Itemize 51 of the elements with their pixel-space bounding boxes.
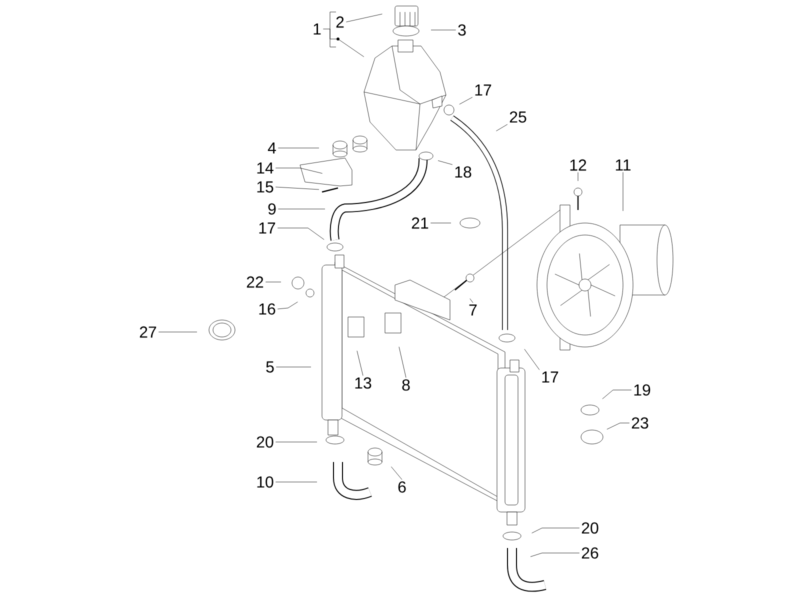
leader-line	[606, 422, 630, 430]
leader-line	[276, 366, 312, 368]
callout-number: 2	[336, 16, 344, 28]
leader-line	[602, 390, 632, 400]
leader-line	[398, 346, 406, 378]
leader-line	[346, 14, 382, 22]
callout-number: 23	[632, 417, 648, 429]
callout-number: 20	[256, 436, 274, 448]
callout-number: 22	[246, 276, 264, 288]
leader-line	[438, 160, 453, 165]
callout-number: 26	[582, 547, 598, 559]
callout-number: 16	[259, 303, 276, 315]
callout-number: 27	[140, 326, 156, 338]
callout-number: 6	[398, 481, 406, 493]
leader-line	[277, 302, 298, 310]
callout-number: 11	[616, 160, 631, 170]
callout-number: 17	[475, 84, 492, 96]
callout-number: 3	[458, 24, 466, 36]
callout-number: 7	[469, 304, 477, 316]
leader-line	[391, 466, 402, 480]
callout-number: 17	[259, 222, 276, 234]
callout-number: 15	[257, 181, 274, 193]
callout-number: 25	[510, 111, 526, 123]
callout-number: 19	[634, 384, 650, 396]
callout-number: 21	[412, 217, 428, 229]
callout-number: 10	[257, 476, 274, 488]
callout-number: 20	[582, 522, 598, 534]
callout-number: 12	[570, 159, 586, 171]
callout-number: 14	[257, 162, 274, 174]
callout-number: 4	[268, 142, 276, 154]
leader-line	[470, 298, 474, 303]
leader-line	[622, 172, 624, 212]
callout-number: 8	[402, 379, 410, 391]
callout-number: 1	[314, 24, 321, 34]
callout-number: 5	[266, 361, 274, 373]
leader-line	[278, 208, 326, 210]
leader-line	[277, 228, 324, 240]
callout-number: 13	[355, 377, 372, 389]
leader-line	[532, 528, 580, 534]
leader-line	[275, 168, 322, 174]
leader-line	[459, 97, 473, 104]
leader-line	[524, 348, 540, 370]
leader-line	[356, 350, 364, 376]
leader-line	[275, 186, 320, 190]
callout-number: 9	[268, 203, 276, 215]
leader-line	[496, 124, 508, 132]
leader-line	[322, 28, 364, 57]
leader-line	[530, 552, 580, 557]
callout-number: 17	[542, 372, 558, 382]
leader-line	[430, 222, 452, 224]
callout-number: 18	[455, 166, 472, 178]
